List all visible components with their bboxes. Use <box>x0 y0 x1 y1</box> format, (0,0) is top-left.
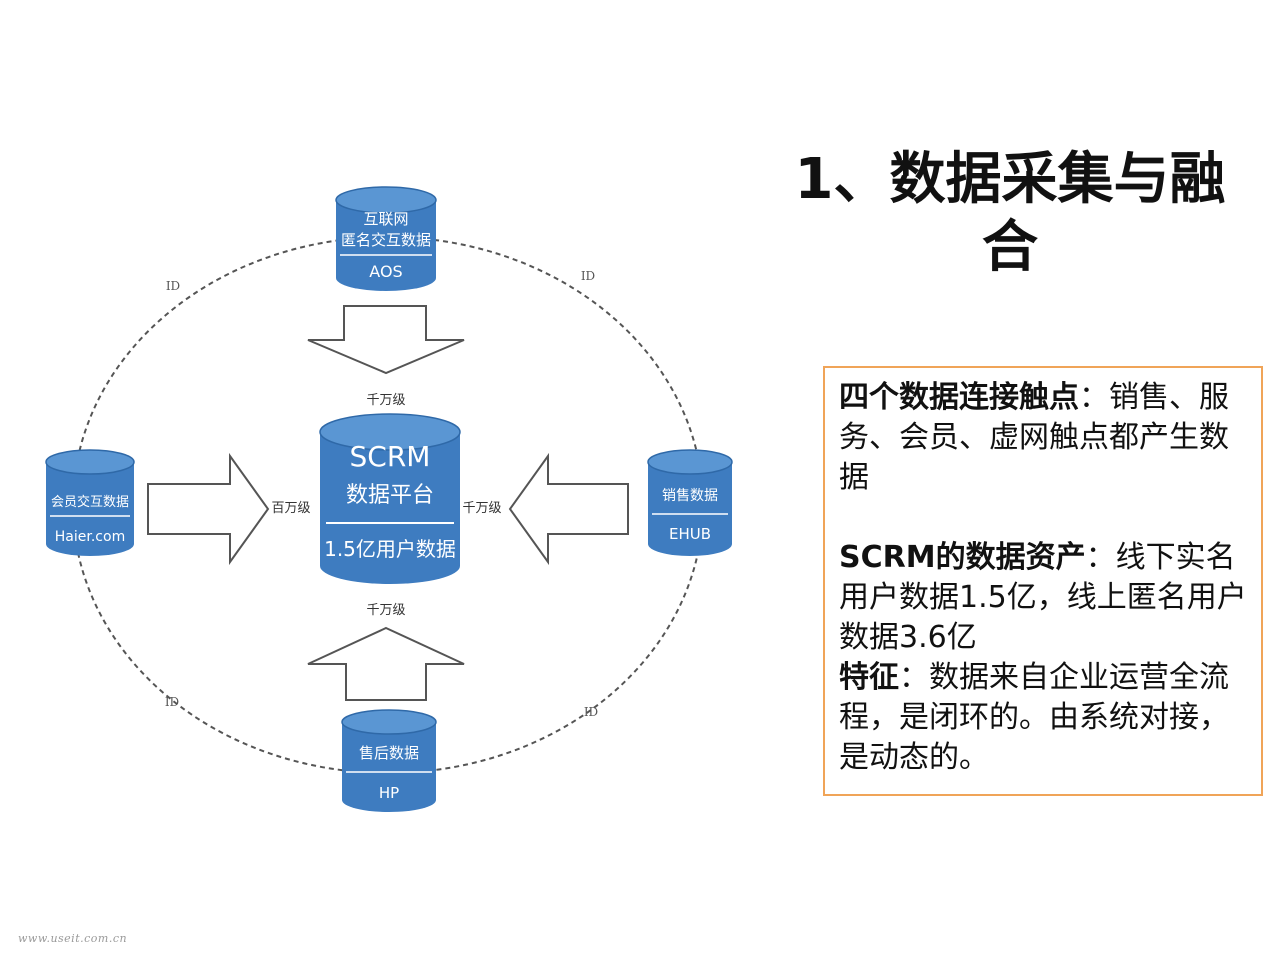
ring-label-upper-left: ID <box>166 279 180 293</box>
bottom-flow-arrow <box>307 626 465 701</box>
left-flow-label: 百万级 <box>271 501 310 516</box>
top-source-label-2: 匿名交互数据 <box>341 231 431 249</box>
ring-label-upper-right: ID <box>581 269 595 283</box>
scrm-platform-cylinder: SCRM 数据平台 1.5亿用户数据 <box>319 413 461 584</box>
right-source-system: EHUB <box>669 525 711 543</box>
info-features-heading: 特征 <box>839 660 899 695</box>
watermark: www.useit.com.cn <box>18 932 128 945</box>
right-flow-label: 千万级 <box>462 501 501 516</box>
top-source-label-1: 互联网 <box>363 210 408 228</box>
info-touchpoints-heading: 四个数据连接触点 <box>839 380 1079 415</box>
top-flow-arrow <box>307 305 465 375</box>
info-assets-text: ：线下实名用户数据1.5亿，线上匿名用户数据3.6亿 <box>839 540 1247 655</box>
top-source-system: AOS <box>369 262 402 281</box>
info-touchpoints-text: ：销售、服务、会员、虚网触点都产生数据 <box>839 380 1229 495</box>
right-source-cylinder: 销售数据 EHUB <box>647 449 733 556</box>
scrm-data-flow-diagram: ID ID ID ID 互联网 匿名交互数据 AOS 千万级 SCRM 数据平台… <box>45 186 733 812</box>
scrm-user-count: 1.5亿用户数据 <box>324 537 456 561</box>
scrm-title: SCRM <box>350 440 431 473</box>
left-source-cylinder: 会员交互数据 Haier.com <box>45 449 135 556</box>
ring-label-lower-left: ID <box>165 695 179 709</box>
info-touchpoints: 四个数据连接触点：销售、服务、会员、虚网触点都产生数据 <box>839 378 1247 498</box>
top-source-cylinder: 互联网 匿名交互数据 AOS <box>335 186 437 291</box>
left-source-label: 会员交互数据 <box>51 494 129 510</box>
bottom-source-label: 售后数据 <box>359 744 419 762</box>
info-features-text: ：数据来自企业运营全流程，是闭环的。由系统对接，是动态的。 <box>839 660 1229 775</box>
left-source-system: Haier.com <box>55 529 125 545</box>
info-assets-heading: SCRM的数据资产 <box>839 540 1086 575</box>
bottom-flow-label: 千万级 <box>366 603 405 618</box>
right-source-label: 销售数据 <box>662 488 718 504</box>
info-assets: SCRM的数据资产：线下实名用户数据1.5亿，线上匿名用户数据3.6亿 <box>839 538 1247 658</box>
right-flow-arrow <box>508 452 629 566</box>
scrm-subtitle: 数据平台 <box>346 483 434 508</box>
bottom-source-cylinder: 售后数据 HP <box>341 709 437 812</box>
top-flow-label: 千万级 <box>366 393 405 408</box>
ring-label-lower-right: ID <box>584 705 598 719</box>
slide-title: 1、数据采集与融合 <box>794 147 1226 280</box>
bottom-source-system: HP <box>379 784 399 802</box>
info-features: 特征：数据来自企业运营全流程，是闭环的。由系统对接，是动态的。 <box>839 658 1247 778</box>
left-flow-arrow <box>147 452 270 566</box>
info-spacer <box>839 498 1247 538</box>
info-box: 四个数据连接触点：销售、服务、会员、虚网触点都产生数据 SCRM的数据资产：线下… <box>823 366 1263 796</box>
